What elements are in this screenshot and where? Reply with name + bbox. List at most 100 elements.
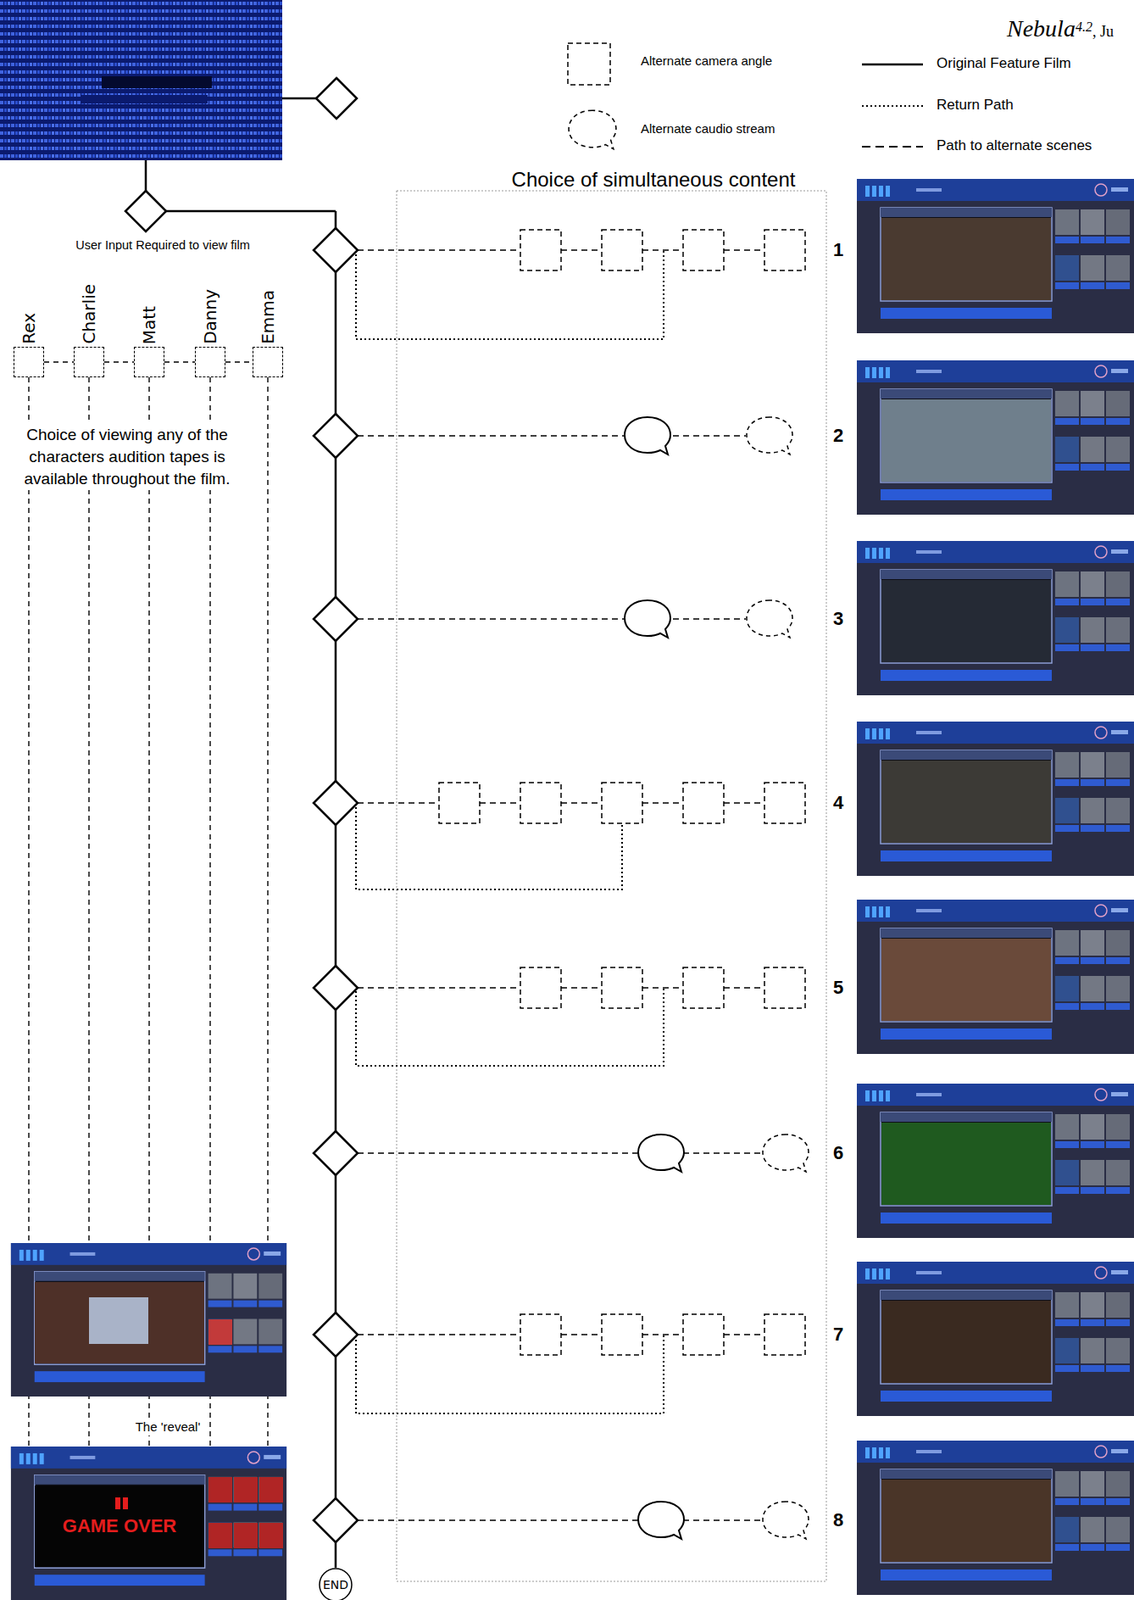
camera-boxes	[439, 229, 806, 1355]
legend-text: Return Path	[936, 95, 1014, 115]
alt-audio-bubble	[762, 1500, 809, 1539]
camera-angle-box	[683, 782, 724, 823]
alt-path	[357, 434, 746, 437]
character-name: Emma	[259, 289, 277, 345]
decision-diamond	[313, 1130, 358, 1175]
camera-angle-box	[764, 967, 806, 1008]
audition-line	[148, 377, 150, 1600]
row-number: 4	[827, 790, 850, 816]
thumbnail-frame	[856, 540, 1134, 695]
decision-diamond	[313, 1311, 358, 1357]
legend-text: Original Feature Film	[936, 54, 1072, 73]
red-face-panel	[259, 1522, 284, 1548]
legend-solid-line	[861, 63, 923, 67]
character-tape-box: Charlie	[73, 346, 105, 378]
character-name: Matt	[140, 305, 158, 345]
alt-path	[357, 1151, 763, 1154]
scene-still	[881, 1300, 1051, 1383]
thumbnail-frame	[856, 360, 1134, 515]
legend-text: Alternate camera angle	[640, 52, 773, 70]
annotation: The 'reveal'	[128, 1417, 207, 1435]
alt-path	[357, 617, 746, 620]
camera-angle-box	[520, 967, 562, 1008]
audio-stream-bubble	[638, 1500, 684, 1539]
terminal-text: END	[318, 1567, 353, 1600]
legend-dotted-line	[861, 105, 923, 107]
character-name: Danny	[201, 289, 219, 345]
scene-still	[34, 1281, 205, 1363]
decision-diamond	[313, 1497, 358, 1542]
row-number: 3	[827, 606, 850, 632]
thumbnail-frame	[856, 899, 1134, 1054]
decision-diamond	[313, 596, 358, 641]
screenshot-bg	[0, 0, 283, 161]
film-line	[144, 160, 148, 192]
publication-name: Nebula	[1006, 15, 1076, 42]
red-face-panel	[259, 1476, 284, 1502]
scene-still	[881, 1478, 1051, 1562]
title-group: Nebula4.2, Ju	[1006, 13, 1114, 45]
alt-audio-bubble	[746, 600, 793, 638]
thumbnail-frame	[856, 721, 1134, 876]
camera-angle-box	[601, 782, 643, 823]
scene-still	[881, 579, 1051, 662]
thumbnail-frame	[11, 1242, 287, 1396]
decision-diamond	[313, 965, 358, 1010]
audio-stream-bubble	[624, 600, 671, 638]
dashed-connector	[164, 361, 195, 362]
row-number: 1	[827, 238, 850, 263]
dashed-connector	[225, 361, 253, 362]
camera-angle-box	[764, 782, 806, 823]
code-pattern	[0, 0, 283, 161]
scene-still	[34, 1484, 205, 1567]
audio-stream-bubble	[638, 1134, 684, 1172]
film-line	[165, 210, 336, 213]
camera-angle-box	[764, 1313, 806, 1355]
legend-text: Alternate caudio stream	[640, 120, 775, 138]
input-band	[101, 76, 212, 89]
camera-angle-box	[601, 967, 643, 1008]
game-over-text: GAME OVER	[33, 1513, 206, 1539]
terminal-circle	[319, 1567, 352, 1600]
decision-diamond	[313, 227, 358, 273]
thumbnail-frame	[856, 1261, 1134, 1416]
character-name: Charlie	[80, 283, 98, 345]
content-frame	[396, 190, 827, 1581]
audition-lines	[28, 377, 268, 1600]
dashed-connector	[104, 361, 134, 362]
red-face-panel	[233, 1522, 258, 1548]
matrix-screenshot	[0, 0, 283, 161]
decision-diamond	[313, 413, 358, 458]
alt-audio-bubble	[746, 416, 793, 455]
digits-band	[80, 94, 208, 104]
return-path	[355, 803, 623, 890]
audition-line	[88, 377, 89, 1600]
scene-thumbnails	[856, 178, 1134, 1595]
camera-angle-box	[683, 1313, 724, 1355]
character-tape-box: Matt	[133, 346, 165, 378]
camera-angle-box	[520, 229, 562, 271]
screen-in-scene	[88, 1296, 149, 1344]
red-face-panel	[233, 1476, 258, 1502]
row-number: 8	[827, 1507, 850, 1533]
annotation: User Input Required to view film	[35, 237, 290, 254]
decision-diamond	[125, 190, 167, 232]
legend-text: Path to alternate scenes	[936, 136, 1092, 156]
row-number: 7	[827, 1322, 850, 1347]
character-tape-box: Danny	[194, 346, 226, 378]
scene-still	[881, 760, 1051, 843]
decision-diamond	[316, 77, 357, 119]
legend-camera-sample	[567, 43, 611, 85]
film-line	[282, 97, 317, 101]
thumbnail-frame	[856, 178, 1134, 334]
audition-line	[209, 377, 211, 1600]
superscript-ref: 4.2	[1075, 19, 1093, 34]
alt-audio-bubble	[762, 1134, 809, 1172]
row-number: 6	[827, 1140, 850, 1166]
character-tape-box: Rex	[13, 346, 45, 378]
legend-samples	[567, 43, 923, 150]
camera-angle-box	[601, 1313, 643, 1355]
thumbnail-frame	[856, 1083, 1134, 1238]
alt-path	[357, 1518, 763, 1521]
